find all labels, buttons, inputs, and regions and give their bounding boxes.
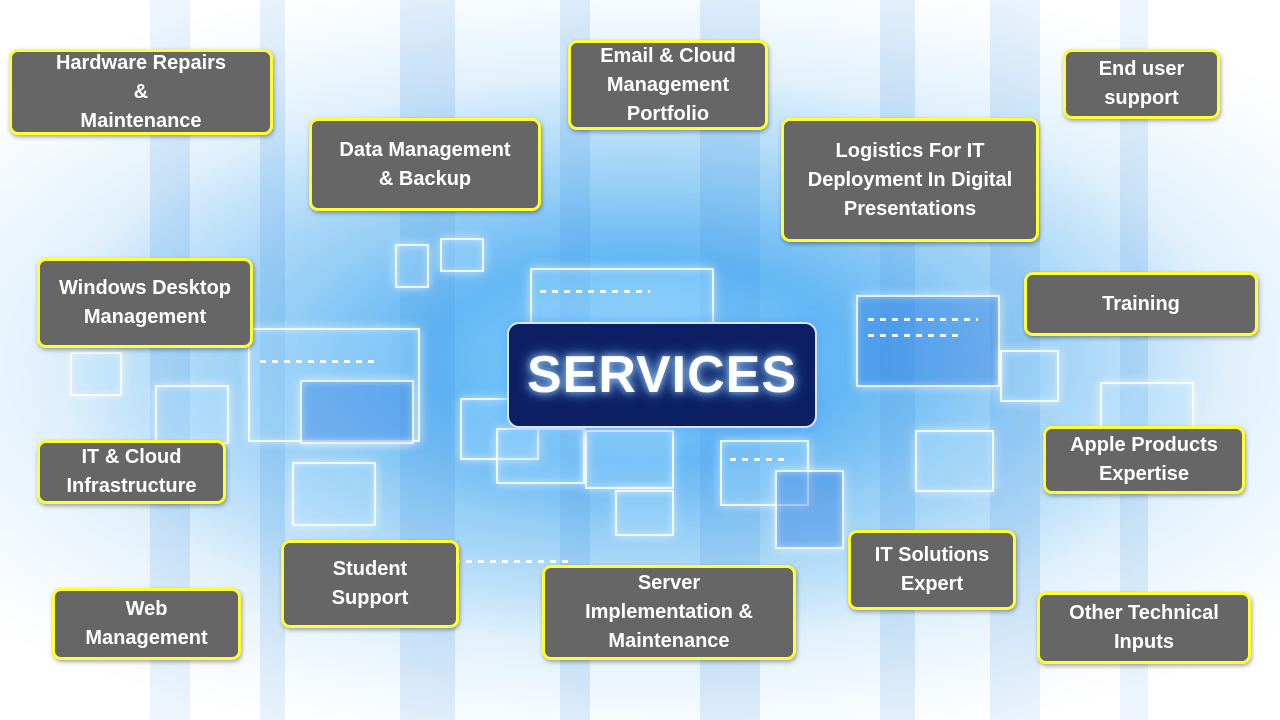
service-student-support: Student Support	[281, 540, 459, 628]
service-end-user-support: End user support	[1063, 49, 1220, 119]
service-web-management: Web Management	[52, 588, 241, 660]
service-other-technical-inputs: Other Technical Inputs	[1037, 592, 1251, 664]
service-windows-desktop: Windows Desktop Management	[37, 258, 253, 348]
service-it-solutions-expert: IT Solutions Expert	[848, 530, 1016, 610]
service-apple-products: Apple Products Expertise	[1043, 426, 1245, 494]
service-it-cloud-infrastructure: IT & Cloud Infrastructure	[37, 440, 226, 504]
service-hardware-repairs: Hardware Repairs & Maintenance	[9, 49, 273, 135]
service-server-implementation: Server Implementation & Maintenance	[542, 565, 796, 660]
service-email-cloud-management: Email & Cloud Management Portfolio	[568, 40, 768, 130]
service-data-management: Data Management & Backup	[309, 118, 541, 211]
service-logistics-it-deployment: Logistics For IT Deployment In Digital P…	[781, 118, 1039, 242]
services-title: SERVICES	[507, 322, 817, 428]
service-training: Training	[1024, 272, 1258, 336]
